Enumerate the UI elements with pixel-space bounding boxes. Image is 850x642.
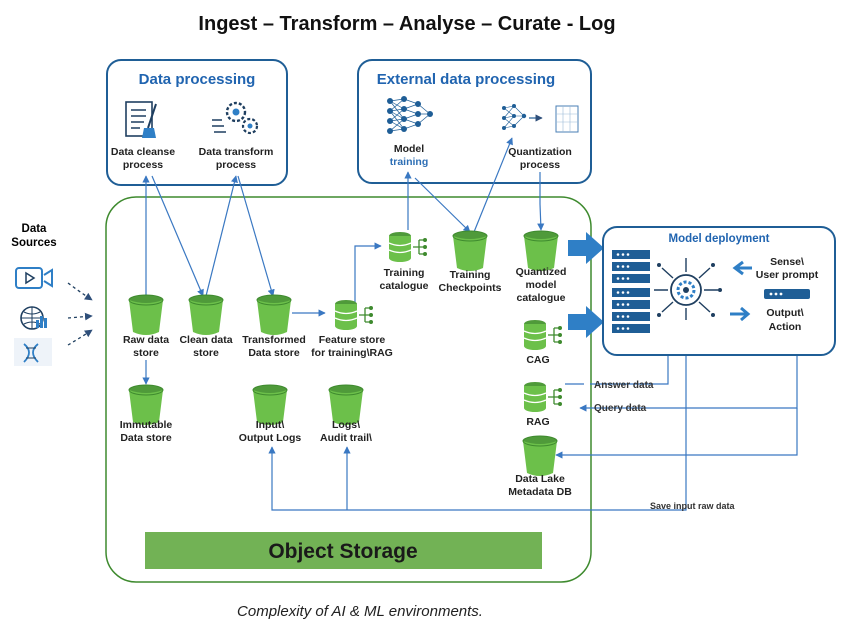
raw-store-label-1: Raw data <box>123 334 169 346</box>
transform-label-2: process <box>216 159 256 171</box>
immutable-data-store: Immutable Data store <box>120 384 173 444</box>
neural-network-icon <box>387 96 433 134</box>
cag-store: CAG <box>523 319 563 366</box>
dna-icon <box>14 338 52 366</box>
quantization-label-1: Quantization <box>508 146 572 158</box>
training-checkpoints: Training Checkpoints <box>438 230 502 294</box>
data-processing-box: Data processing Data cleanse process Dat… <box>106 59 288 186</box>
model-training-label-2: training <box>390 156 429 168</box>
external-processing-box: External data processing Model <box>357 59 592 184</box>
immutable-label-1: Immutable <box>120 419 173 431</box>
video-icon <box>15 267 53 289</box>
ai-gear-hub-icon <box>654 258 722 320</box>
feature-store: Feature store for training\RAG <box>311 299 393 359</box>
clean-data-store: Clean data store <box>179 294 233 359</box>
feature-store-label-2: for training\RAG <box>311 347 393 359</box>
model-deployment-box: Model deployment <box>602 226 836 356</box>
feature-store-label-1: Feature store <box>319 334 386 346</box>
sense-arrow-icon <box>732 260 752 276</box>
rag-store: RAG <box>523 381 563 428</box>
save-input-label: Save input raw data <box>650 501 736 511</box>
query-data-label: Query data <box>594 403 647 414</box>
page-title: Ingest – Transform – Analyse – Curate - … <box>198 13 615 35</box>
object-storage-bar <box>145 532 542 569</box>
data-sources-label-1: Data <box>22 223 48 235</box>
raw-data-store: Raw data store <box>123 294 169 359</box>
network-to-matrix-icon <box>502 104 579 133</box>
transform-label-1: Data transform <box>199 146 274 158</box>
training-catalogue-label-1: Training <box>384 267 425 279</box>
data-lake-metadata-db: Data Lake Metadata DB <box>508 435 572 498</box>
cleanse-label-2: process <box>123 159 163 171</box>
training-catalogue: Training catalogue <box>379 231 429 292</box>
training-catalogue-label-2: catalogue <box>379 280 428 292</box>
document-broom-icon <box>125 101 157 138</box>
server-stack-icon <box>612 250 650 333</box>
quantized-label-3: catalogue <box>516 292 565 304</box>
io-logs-store: Input\ Output Logs <box>239 384 302 444</box>
object-storage-label: Object Storage <box>268 540 417 563</box>
clean-store-label-1: Clean data <box>179 334 232 346</box>
data-lake-label-1: Data Lake <box>515 473 565 485</box>
transformed-store-label-1: Transformed <box>242 334 306 346</box>
transformed-store-label-2: Data store <box>248 347 300 359</box>
audit-trail-store: Logs\ Audit trail\ <box>320 384 372 444</box>
gears-icon <box>212 101 259 135</box>
output-label-1: Output\ <box>766 307 803 319</box>
quantized-label-1: Quantized <box>516 266 567 278</box>
connectors <box>142 137 798 511</box>
training-checkpoints-label-1: Training <box>450 269 491 281</box>
model-deployment-title: Model deployment <box>669 233 770 245</box>
immutable-label-2: Data store <box>120 432 172 444</box>
data-lake-label-2: Metadata DB <box>508 486 572 498</box>
transformed-data-store: Transformed Data store <box>242 294 306 359</box>
data-sources-label-2: Sources <box>11 237 56 249</box>
clean-store-label-2: store <box>193 347 219 359</box>
model-training-label-1: Model <box>394 143 424 155</box>
io-logs-label-1: Input\ <box>256 419 285 431</box>
data-sources: Data Sources <box>11 223 93 366</box>
quantized-label-2: model <box>526 279 557 291</box>
output-arrow-icon <box>730 306 751 322</box>
sense-label-2: User prompt <box>756 269 819 281</box>
deploy-arrows <box>568 232 604 338</box>
data-processing-title: Data processing <box>139 71 256 88</box>
quantization-label-2: process <box>520 159 560 171</box>
io-logs-label-2: Output Logs <box>239 432 302 444</box>
sense-label-1: Sense\ <box>770 256 804 268</box>
cleanse-label-1: Data cleanse <box>111 146 175 158</box>
training-checkpoints-label-2: Checkpoints <box>438 282 501 294</box>
cag-label: CAG <box>526 354 549 366</box>
object-storage-region <box>105 196 592 583</box>
external-processing-title: External data processing <box>377 71 555 88</box>
output-label-2: Action <box>769 321 802 333</box>
answer-data-label: Answer data <box>594 380 654 391</box>
rag-label: RAG <box>526 416 549 428</box>
raw-store-label-2: store <box>133 347 159 359</box>
prompt-input-icon <box>764 289 810 299</box>
audit-label-2: Audit trail\ <box>320 432 372 444</box>
quantized-model-catalogue: Quantized model catalogue <box>516 230 567 304</box>
audit-label-1: Logs\ <box>332 419 360 431</box>
figure-caption: Complexity of AI & ML environments. <box>237 603 483 620</box>
globe-chart-icon <box>20 306 47 330</box>
